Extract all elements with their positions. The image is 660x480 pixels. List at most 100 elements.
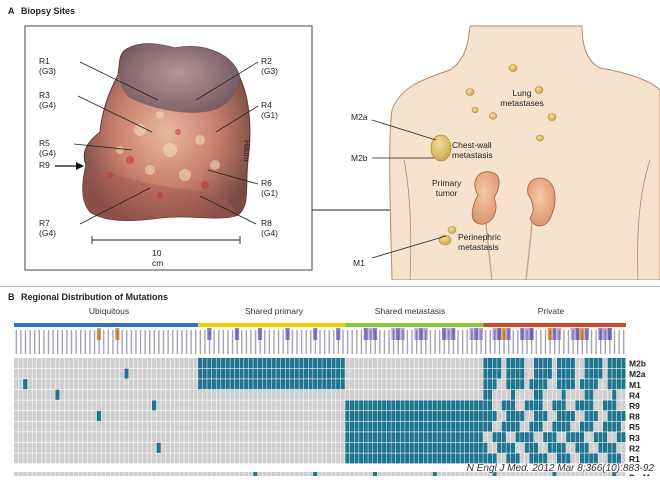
mutation-cell [487, 421, 493, 432]
gene-label-text-mark [208, 330, 211, 354]
mutation-cell [538, 472, 543, 476]
mutation-cell [602, 389, 608, 400]
mutation-cell [138, 358, 143, 368]
mutation-cell [285, 432, 290, 443]
mutation-cell [579, 400, 585, 411]
mutation-cell [175, 432, 180, 443]
mutation-cell [294, 389, 299, 400]
mutation-cell [230, 442, 235, 453]
mutation-cell [377, 453, 382, 464]
mutation-cell [359, 379, 364, 390]
mutation-cell [14, 368, 19, 379]
mutation-cell [529, 400, 534, 411]
mutation-cell [221, 442, 226, 453]
mutation-cell [198, 442, 203, 453]
mutation-cell [552, 453, 557, 464]
mutation-cell [216, 411, 221, 421]
mutation-cell [520, 411, 525, 421]
mutation-cell [589, 453, 594, 464]
mutation-cell [313, 379, 318, 390]
mutation-cell [115, 379, 120, 390]
mutation-cell [469, 432, 474, 443]
mutation-cell [363, 411, 368, 421]
mutation-cell [202, 411, 207, 421]
mutation-cell [405, 411, 410, 421]
mutation-cell [326, 453, 332, 464]
mutation-cell [589, 411, 594, 421]
mutation-cell [400, 432, 405, 443]
mutation-cell [41, 472, 46, 476]
gene-label-text-mark [296, 330, 298, 354]
mutation-cell [193, 389, 198, 400]
mutation-cell [363, 358, 368, 368]
mutation-cell [32, 421, 37, 432]
mutation-cell [147, 400, 152, 411]
mutation-cell [244, 400, 249, 411]
mutation-cell [372, 411, 378, 421]
mutation-cell [138, 453, 143, 464]
mutation-cell [271, 389, 276, 400]
mutation-cell [616, 400, 621, 411]
mutation-cell [230, 421, 235, 432]
mutation-cell [313, 432, 318, 443]
gene-label-text-mark [457, 330, 459, 354]
mutation-cell [405, 432, 410, 443]
gene-label-text-mark [319, 330, 321, 354]
mutation-cell [570, 432, 575, 443]
mutation-cell [14, 389, 19, 400]
mutation-cell [129, 379, 134, 390]
gene-label-text-mark [438, 330, 441, 354]
mutation-cell [570, 442, 575, 453]
mutation-cell [55, 358, 60, 368]
gene-label-text-mark [425, 330, 427, 354]
mutation-cell [529, 389, 534, 400]
mutation-cell [294, 400, 299, 411]
mutation-cell [391, 442, 396, 453]
mutation-cell [524, 421, 529, 432]
mutation-cell [253, 472, 258, 476]
mutation-cell [303, 379, 308, 390]
mutation-cell [60, 411, 65, 421]
mutation-cell [598, 379, 603, 390]
mutation-cell [460, 358, 465, 368]
mutation-cell [391, 379, 396, 390]
mutation-cell [110, 379, 115, 390]
gene-label-text-mark [553, 330, 556, 354]
mutation-cell [115, 421, 120, 432]
mutation-cell [322, 442, 327, 453]
mutation-cell [129, 432, 134, 443]
mutation-cell [64, 411, 69, 421]
mutation-cell [418, 453, 424, 464]
mutation-cell [267, 442, 272, 453]
mutation-cell [50, 368, 55, 379]
mutation-cell [129, 411, 134, 421]
gene-label-text-mark [121, 330, 123, 354]
mutation-cell [96, 472, 101, 476]
mutation-cell [152, 421, 157, 432]
mutation-cell [184, 368, 189, 379]
mutation-cell [395, 442, 401, 453]
gene-label-text-mark [443, 330, 445, 354]
mutation-cell [221, 432, 226, 443]
mutation-cell [156, 442, 161, 453]
mutation-cell [165, 368, 170, 379]
mutation-cell [294, 358, 299, 368]
mutation-cell [423, 400, 428, 411]
mutation-cell [331, 379, 336, 390]
mutation-cell [14, 400, 19, 411]
gene-label-text-mark [604, 330, 606, 354]
perinephric-label: Perinephric metastasis [458, 232, 501, 252]
mutation-cell [69, 389, 74, 400]
mutation-cell [510, 453, 516, 464]
mutation-cell [395, 411, 401, 421]
mutation-cell [14, 411, 19, 421]
mutation-cell [18, 453, 23, 464]
mutation-cell [428, 421, 433, 432]
mutation-cell [280, 432, 285, 443]
mutation-cell [538, 432, 543, 443]
mutation-cell [175, 421, 180, 432]
mutation-cell [101, 358, 106, 368]
mutation-cell [230, 472, 235, 476]
mutation-cell [253, 389, 258, 400]
site-label-r7: R7 (G4) [39, 218, 56, 238]
